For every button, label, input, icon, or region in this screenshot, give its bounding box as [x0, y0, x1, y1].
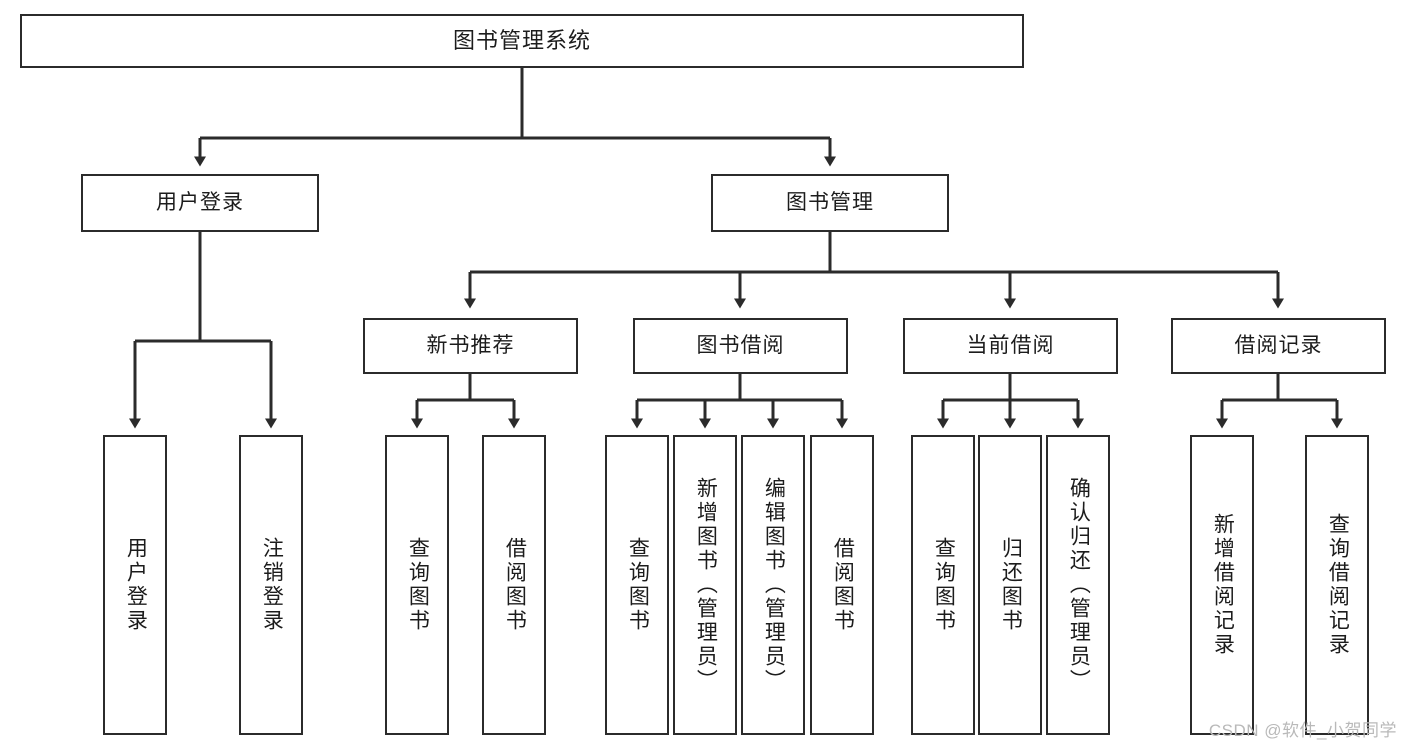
node-leaf-query-record-label: 查询借阅记录: [1326, 513, 1350, 657]
node-leaf-query-book-2-label: 查询图书: [626, 537, 650, 633]
node-book-borrow[interactable]: 图书借阅: [633, 318, 848, 374]
node-borrow-record-label: 借阅记录: [1234, 334, 1323, 358]
node-leaf-borrow-book-2[interactable]: 借阅图书: [810, 435, 874, 735]
node-leaf-user-login[interactable]: 用户登录: [103, 435, 167, 735]
node-borrow-record[interactable]: 借阅记录: [1171, 318, 1386, 374]
watermark: CSDN @软件_小贺同学: [1208, 721, 1397, 740]
node-leaf-return-book[interactable]: 归还图书: [978, 435, 1042, 735]
node-leaf-query-book-1[interactable]: 查询图书: [385, 435, 449, 735]
node-leaf-query-book-3[interactable]: 查询图书: [911, 435, 975, 735]
node-leaf-query-book-3-label: 查询图书: [932, 537, 956, 633]
node-current-borrow-label: 当前借阅: [966, 334, 1055, 358]
node-root[interactable]: 图书管理系统: [20, 14, 1024, 68]
node-book-borrow-label: 图书借阅: [696, 334, 785, 358]
node-leaf-confirm-return-label: 确认归还（管理员）: [1067, 477, 1091, 693]
node-leaf-user-login-label: 用户登录: [124, 537, 148, 633]
node-leaf-confirm-return[interactable]: 确认归还（管理员）: [1046, 435, 1110, 735]
node-leaf-borrow-book-1-label: 借阅图书: [503, 537, 527, 633]
node-root-label: 图书管理系统: [452, 27, 591, 53]
node-new-book-recommend[interactable]: 新书推荐: [363, 318, 578, 374]
node-leaf-query-record[interactable]: 查询借阅记录: [1305, 435, 1369, 735]
node-leaf-edit-book-label: 编辑图书（管理员）: [762, 477, 786, 693]
node-new-book-recommend-label: 新书推荐: [426, 334, 515, 358]
node-leaf-add-record-label: 新增借阅记录: [1211, 513, 1235, 657]
node-leaf-query-book-1-label: 查询图书: [406, 537, 430, 633]
node-leaf-add-book-label: 新增图书（管理员）: [694, 477, 718, 693]
node-book-manage-label: 图书管理: [786, 191, 874, 215]
node-user-login-label: 用户登录: [156, 191, 244, 215]
node-leaf-user-logout[interactable]: 注销登录: [239, 435, 303, 735]
node-leaf-return-book-label: 归还图书: [999, 537, 1023, 633]
node-current-borrow[interactable]: 当前借阅: [903, 318, 1118, 374]
node-leaf-add-record[interactable]: 新增借阅记录: [1190, 435, 1254, 735]
node-leaf-edit-book[interactable]: 编辑图书（管理员）: [741, 435, 805, 735]
node-leaf-borrow-book-2-label: 借阅图书: [831, 537, 855, 633]
node-user-login[interactable]: 用户登录: [81, 174, 319, 232]
node-leaf-borrow-book-1[interactable]: 借阅图书: [482, 435, 546, 735]
node-leaf-add-book[interactable]: 新增图书（管理员）: [673, 435, 737, 735]
node-leaf-user-logout-label: 注销登录: [260, 537, 284, 633]
node-leaf-query-book-2[interactable]: 查询图书: [605, 435, 669, 735]
node-book-manage[interactable]: 图书管理: [711, 174, 949, 232]
